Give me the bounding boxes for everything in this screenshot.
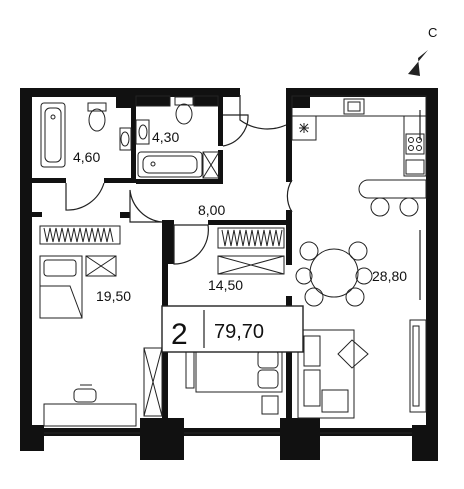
bathtub-icon: [40, 102, 66, 168]
stove-icon: [405, 133, 425, 155]
compass-letter: С: [428, 25, 437, 40]
bathroom-fixtures: [40, 95, 220, 179]
interior-walls: [32, 96, 292, 420]
kitchen-counter-icon: [291, 95, 427, 177]
sink-icon: [119, 127, 132, 151]
area-label-bedroom-left: 19,50: [96, 288, 131, 304]
kitchen-living-furniture: [291, 95, 427, 419]
door-swings: [65, 95, 293, 265]
desk-icon: [43, 384, 137, 427]
dresser-icon: [217, 255, 285, 275]
total-area: 79,70: [214, 321, 264, 343]
sink-2-icon: [135, 119, 150, 145]
summary-box: 2 79,70: [161, 305, 304, 353]
bedroom-left-furniture: [39, 225, 163, 427]
wardrobe-2-icon: [217, 227, 285, 249]
washing-machine-icon: [202, 151, 220, 179]
room-count: 2: [171, 318, 188, 351]
outer-walls: [20, 88, 438, 461]
cabinet-icon: [143, 347, 163, 417]
double-bed-icon: [185, 343, 283, 415]
wardrobe-icon: [39, 225, 121, 245]
nightstand-icon: [85, 255, 117, 277]
sofa-icon: [297, 329, 355, 419]
coffee-table-icon: [337, 339, 369, 369]
area-label-kitchen-living: 28,80: [372, 268, 407, 284]
bed-icon: [39, 255, 83, 319]
bar-counter-icon: [358, 179, 427, 217]
kitchen-sink-icon: [343, 98, 365, 115]
tv-unit-icon: [409, 319, 427, 413]
area-label-wc-bath: 4,30: [152, 129, 179, 145]
north-arrow-icon: [408, 50, 428, 76]
dining-table-icon: [295, 241, 373, 307]
area-label-bathroom: 4,60: [73, 149, 100, 165]
toilet-icon: [87, 102, 107, 132]
area-label-bedroom-middle: 14,50: [208, 277, 243, 293]
area-label-hall: 8,00: [198, 202, 225, 218]
toilet-2-icon: [174, 96, 194, 125]
appliance-icon: [405, 159, 425, 175]
compass: С: [408, 25, 437, 76]
windows: [44, 110, 421, 434]
bathtub-2-icon: [137, 151, 203, 178]
area-labels: 4,60 4,30 8,00 19,50 14,50 28,80: [73, 129, 407, 304]
